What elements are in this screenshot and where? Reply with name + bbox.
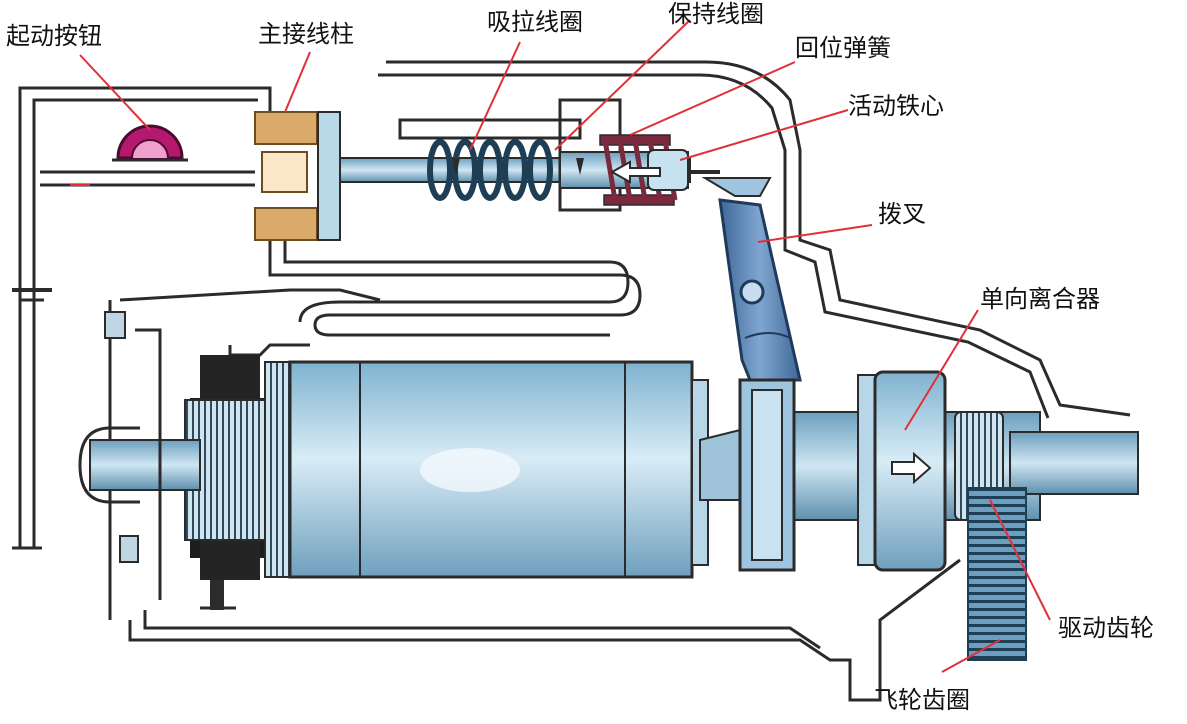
flywheel-ring-gear — [967, 487, 1027, 661]
label-pull-in-coil: 吸拉线圈 — [487, 8, 583, 36]
motor-armature — [184, 355, 741, 580]
pull-in-coil — [427, 139, 553, 201]
main-terminal-blocks — [254, 111, 341, 241]
label-plunger: 活动铁心 — [848, 92, 944, 120]
label-return-spring: 回位弹簧 — [795, 34, 891, 62]
start-button-symbol — [112, 124, 188, 162]
one-way-clutch — [857, 370, 947, 572]
label-flywheel-ring-gear: 飞轮齿圈 — [874, 686, 970, 714]
arrow-right-icon — [891, 451, 932, 485]
label-leader-lines — [79, 19, 1051, 673]
solenoid-assembly — [339, 98, 720, 212]
arrow-left-icon — [609, 160, 661, 184]
label-shift-fork: 拨叉 — [878, 200, 926, 228]
shift-fork — [701, 177, 802, 382]
label-drive-pinion: 驱动齿轮 — [1058, 614, 1154, 642]
label-hold-in-coil: 保持线圈 — [668, 0, 764, 28]
label-one-way-clutch: 单向离合器 — [980, 285, 1100, 313]
label-main-terminal: 主接线柱 — [258, 20, 354, 48]
label-start-button: 起动按钮 — [6, 22, 102, 50]
